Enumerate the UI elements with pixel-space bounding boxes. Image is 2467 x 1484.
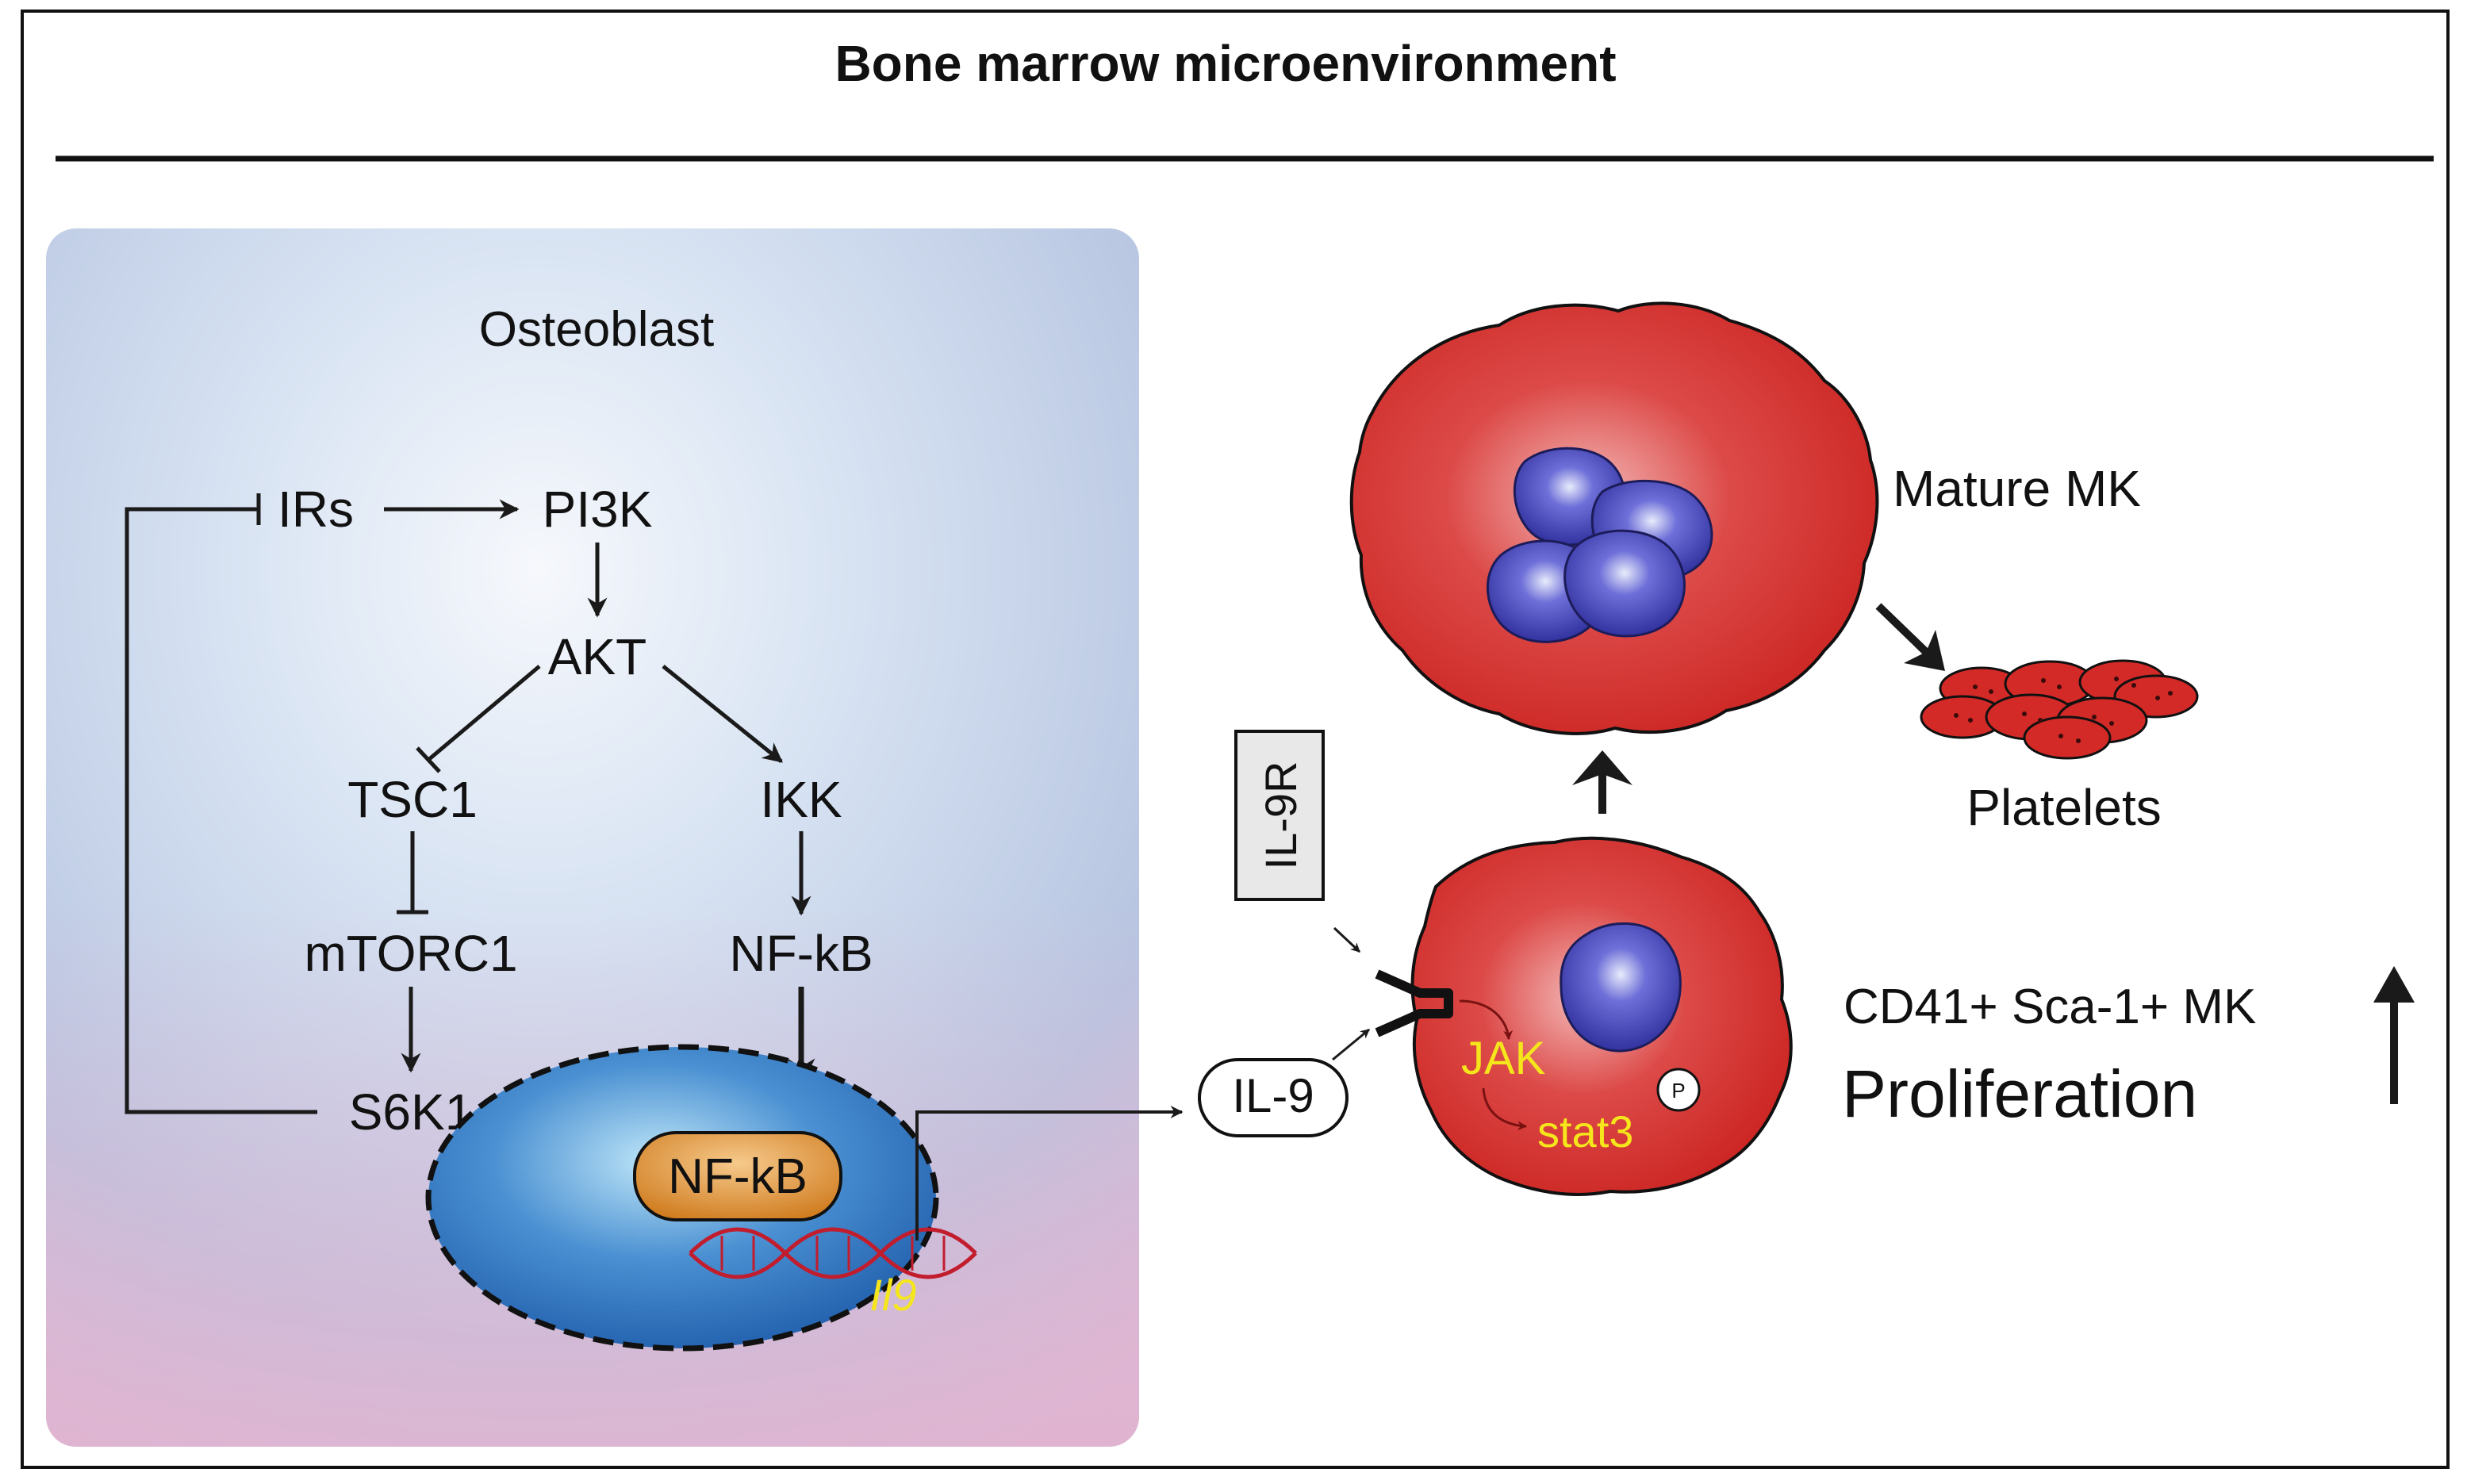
- release-arrow: [1875, 603, 1945, 671]
- inhibit-bar-tsc1: [416, 746, 441, 773]
- progenitor-mk-cell: [1410, 836, 1793, 1196]
- node-pi3k: PI3K: [543, 481, 653, 538]
- il9-receptor-icon: [1375, 969, 1453, 1037]
- platelet-cluster: [1920, 659, 2199, 760]
- nucleus-nfkb-label: NF-kB: [668, 1149, 808, 1204]
- nfkb-bound-protein: [633, 1131, 842, 1221]
- pathway: IRs PI3K AKT TSC1 IKK mTORC1 NF-kB S6K1: [125, 481, 873, 1141]
- il9r-box: [1234, 730, 1325, 901]
- pointer-il9r-receptor: [1333, 926, 1361, 953]
- platelet: [2023, 715, 2112, 760]
- gene-il9-label: Il9: [869, 1270, 916, 1320]
- stat3-label: stat3: [1537, 1106, 1633, 1156]
- feedback-s6k1-irs: [125, 507, 317, 1114]
- dna-helix: [689, 1227, 977, 1279]
- phospho-label: P: [1671, 1079, 1685, 1102]
- il9-bubble: [1198, 1058, 1349, 1137]
- node-irs: IRs: [278, 481, 354, 538]
- arrow-gene-il9: [915, 1106, 1184, 1241]
- node-nfkb: NF-kB: [729, 925, 873, 982]
- arrow-jak-stat3: [1482, 1087, 1528, 1131]
- jak-label: JAK: [1461, 1033, 1546, 1084]
- population-label: CD41+ Sca-1+ MK: [1844, 980, 2256, 1034]
- platelets-label: Platelets: [1966, 779, 2161, 836]
- mature-mk-label: Mature MK: [1893, 460, 2141, 517]
- phospho-badge: [1656, 1068, 1701, 1112]
- node-ikk: IKK: [760, 771, 842, 828]
- nucleus: NF-kB Il9: [425, 1044, 977, 1352]
- proliferation-label: Proliferation: [1842, 1056, 2197, 1131]
- differentiation-arrow: [1572, 750, 1633, 814]
- node-s6k1: S6K1: [349, 1083, 474, 1141]
- osteoblast-label: Osteoblast: [479, 302, 714, 357]
- mature-mk-cell: [1349, 301, 1879, 735]
- inhibit-akt-tsc1: [427, 665, 541, 761]
- increase-arrow-icon: [2373, 966, 2415, 1104]
- node-akt: AKT: [548, 628, 646, 685]
- il9-label: IL-9: [1232, 1069, 1314, 1122]
- arrow-akt-ikk: [662, 665, 783, 763]
- arrow-receptor-jak: [1459, 999, 1514, 1041]
- mk-nucleus-lobe-4: [1563, 529, 1686, 638]
- node-tsc1: TSC1: [347, 771, 478, 828]
- il9r-label: IL-9R: [1256, 761, 1306, 870]
- diagram-title: Bone marrow microenvironment: [834, 35, 1616, 92]
- pointer-il9-receptor: [1332, 1028, 1370, 1061]
- node-mtorc1: mTORC1: [304, 925, 517, 982]
- progenitor-nucleus: [1560, 922, 1682, 1053]
